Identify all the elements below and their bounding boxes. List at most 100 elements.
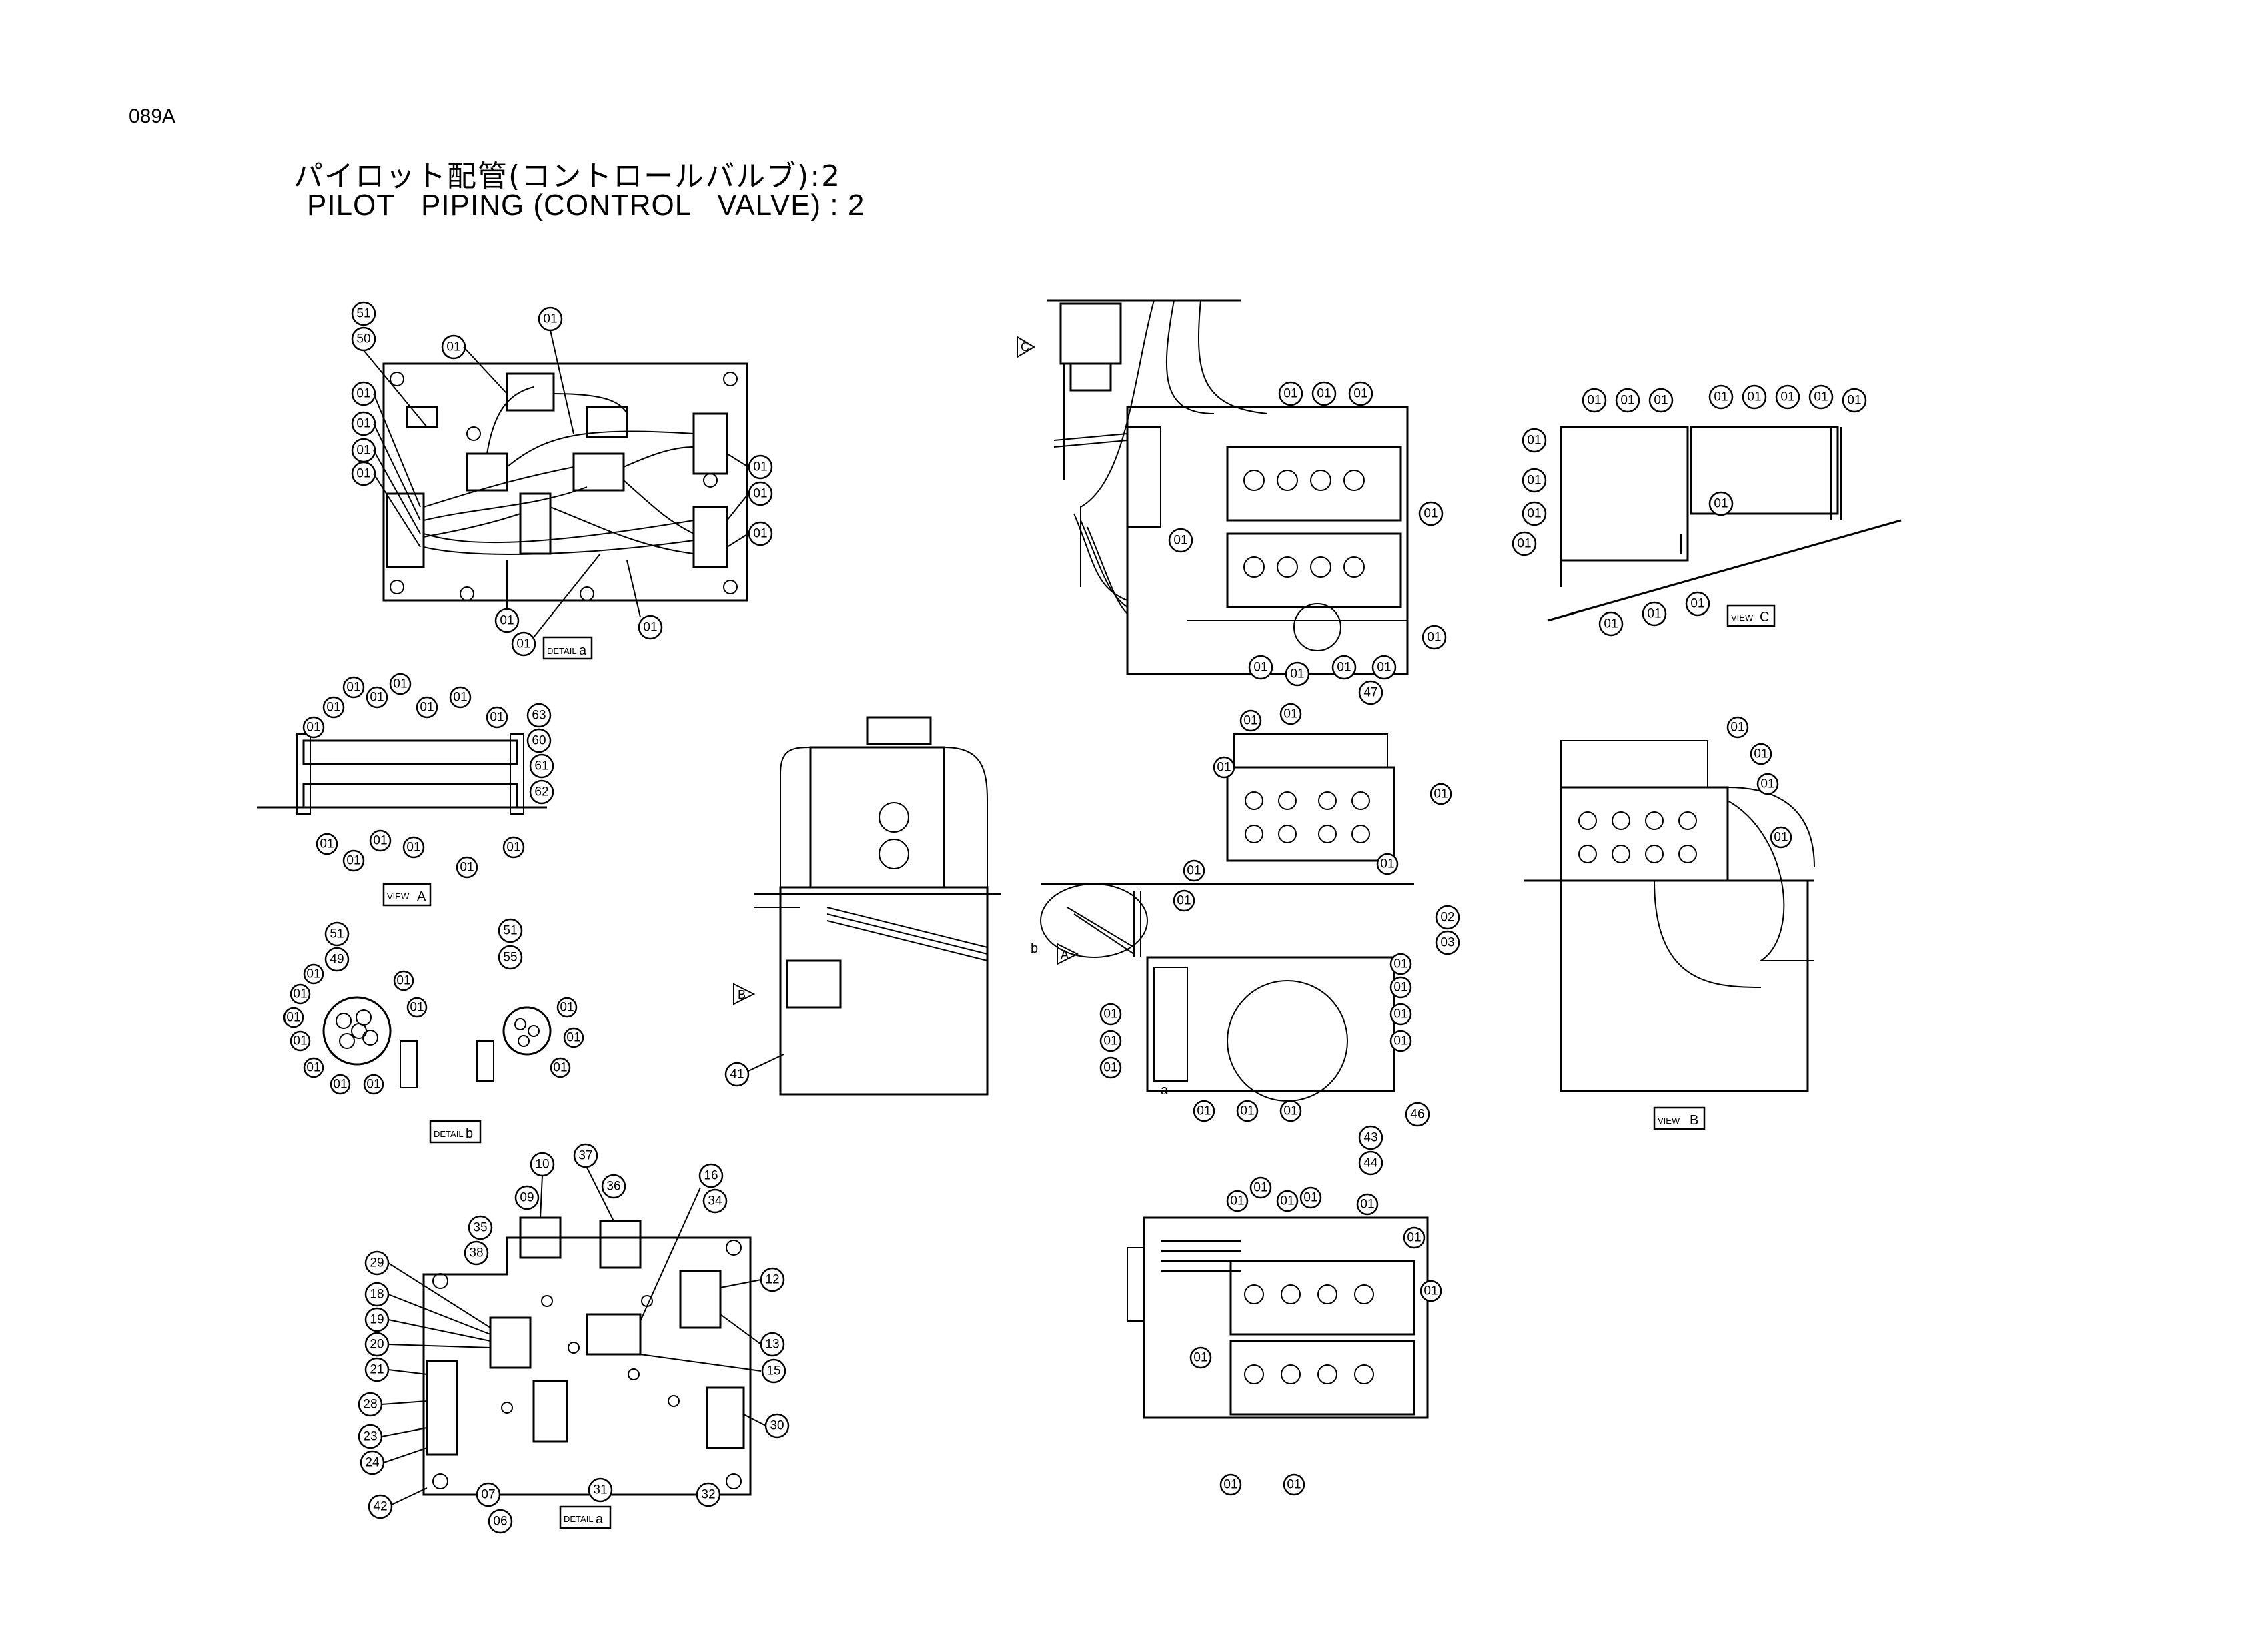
svg-text:07: 07 [481, 1488, 495, 1502]
svg-text:01: 01 [1377, 661, 1391, 675]
svg-text:C: C [1760, 610, 1769, 625]
svg-text:28: 28 [363, 1398, 377, 1412]
detail-tag-b: DETAIL b [429, 1120, 482, 1144]
callout-label: 01 [753, 527, 767, 541]
svg-text:01: 01 [370, 691, 384, 705]
svg-text:47: 47 [1363, 686, 1377, 700]
callout-label: 01 [643, 621, 657, 635]
center-main-callouts: 02 03 46 43 44 01 01 01 01 01 01 01 01 0… [1099, 703, 1460, 1176]
callout-label: 50 [356, 332, 370, 346]
svg-text:01: 01 [1393, 981, 1407, 995]
callout-label: 01 [753, 487, 767, 501]
svg-text:36: 36 [606, 1180, 620, 1194]
svg-text:01: 01 [420, 701, 434, 715]
svg-text:01: 01 [1283, 707, 1297, 721]
svg-text:01: 01 [460, 861, 474, 875]
svg-text:01: 01 [1253, 661, 1267, 675]
svg-text:32: 32 [701, 1488, 715, 1502]
title-english: PILOT PIPING (CONTROL VALVE) : 2 [307, 189, 865, 222]
svg-text:01: 01 [406, 841, 420, 855]
view-c-valve [1547, 426, 1902, 622]
svg-text:01: 01 [1283, 387, 1297, 401]
svg-text:01: 01 [1847, 394, 1861, 408]
svg-text:01: 01 [1654, 394, 1668, 408]
svg-text:01: 01 [1527, 507, 1541, 521]
svg-text:23: 23 [363, 1430, 377, 1444]
svg-text:01: 01 [373, 834, 387, 848]
callout-label: 01 [356, 387, 370, 401]
svg-text:01: 01 [1604, 617, 1618, 631]
svg-text:01: 01 [1287, 1478, 1301, 1492]
svg-text:a: a [1161, 1083, 1169, 1098]
svg-text:01: 01 [1647, 607, 1661, 621]
svg-text:63: 63 [532, 709, 546, 723]
svg-text:01: 01 [396, 974, 410, 988]
svg-text:10: 10 [535, 1158, 549, 1172]
svg-text:01: 01 [1353, 387, 1367, 401]
svg-text:01: 01 [1730, 721, 1744, 735]
detail-a-bottom-callouts: 10 09 37 36 16 34 35 38 29 18 19 20 21 2… [358, 1143, 790, 1534]
callout-label: 01 [516, 637, 530, 651]
callout-label: 01 [543, 312, 557, 326]
svg-text:31: 31 [593, 1483, 607, 1497]
detail-b-callouts: 51 49 51 55 01 01 01 01 01 01 01 01 01 0… [283, 918, 584, 1095]
svg-text:19: 19 [370, 1313, 384, 1327]
svg-text:A: A [417, 889, 426, 904]
view-c-callouts: 01 01 01 01 01 01 01 01 01 01 01 01 01 0… [1512, 384, 1867, 637]
bottom-valve-callouts: 01 01 01 01 01 01 01 01 01 01 [1189, 1176, 1442, 1496]
svg-text:49: 49 [330, 953, 344, 967]
svg-text:01: 01 [1317, 387, 1331, 401]
svg-text:60: 60 [532, 734, 546, 748]
svg-text:01: 01 [1747, 390, 1761, 404]
svg-text:01: 01 [393, 677, 407, 691]
svg-text:38: 38 [469, 1246, 483, 1260]
svg-text:42: 42 [373, 1500, 387, 1514]
svg-text:01: 01 [1187, 864, 1201, 878]
svg-text:01: 01 [320, 837, 334, 851]
pump-tank-side-view [754, 716, 1001, 1096]
svg-text:C: C [1021, 340, 1029, 354]
detail-tag-a-bottom: DETAIL a [559, 1505, 612, 1529]
page-code: 089A [129, 105, 176, 127]
svg-text:55: 55 [503, 951, 517, 965]
callout-label: 51 [356, 307, 370, 321]
view-a-callouts: 63 60 61 62 01 01 01 01 01 01 01 01 01 0… [302, 673, 554, 879]
svg-text:18: 18 [370, 1288, 384, 1302]
svg-text:01: 01 [490, 711, 504, 725]
svg-text:35: 35 [473, 1221, 487, 1235]
svg-text:01: 01 [366, 1078, 380, 1092]
svg-text:29: 29 [370, 1256, 384, 1270]
view-tag-b: VIEW B [1653, 1106, 1706, 1130]
svg-text:01: 01 [1243, 714, 1257, 728]
svg-text:01: 01 [1527, 434, 1541, 448]
svg-text:43: 43 [1363, 1131, 1377, 1145]
svg-text:62: 62 [534, 785, 548, 799]
svg-text:01: 01 [1814, 390, 1828, 404]
svg-text:01: 01 [566, 1031, 580, 1045]
svg-text:01: 01 [1253, 1181, 1267, 1195]
callout-label: 01 [356, 444, 370, 458]
svg-text:B: B [1690, 1113, 1698, 1128]
svg-text:01: 01 [1424, 507, 1438, 521]
title-japanese: パイロット配管(コントロールバルブ):2 [294, 159, 842, 193]
bottom-control-valve-view [1127, 1216, 1429, 1419]
callout-41: 41 [724, 1054, 784, 1087]
svg-text:01: 01 [1620, 394, 1634, 408]
svg-text:01: 01 [1240, 1104, 1254, 1118]
svg-text:B: B [738, 988, 746, 1001]
svg-text:01: 01 [346, 681, 360, 695]
svg-text:01: 01 [1103, 1007, 1117, 1022]
svg-text:01: 01 [346, 854, 360, 868]
svg-text:01: 01 [1517, 537, 1531, 551]
svg-text:01: 01 [293, 1034, 307, 1048]
center-control-valve-assembly [1040, 733, 1414, 1102]
callout-label: 01 [753, 460, 767, 474]
center-top-callouts: 01 01 01 01 01 01 01 01 01 01 47 [1168, 381, 1447, 705]
view-a-manifold [257, 733, 547, 815]
svg-text:41: 41 [730, 1068, 744, 1082]
svg-text:16: 16 [704, 1169, 718, 1183]
svg-text:VIEW: VIEW [1658, 1116, 1680, 1126]
svg-text:01: 01 [326, 701, 340, 715]
svg-text:01: 01 [1103, 1034, 1117, 1048]
